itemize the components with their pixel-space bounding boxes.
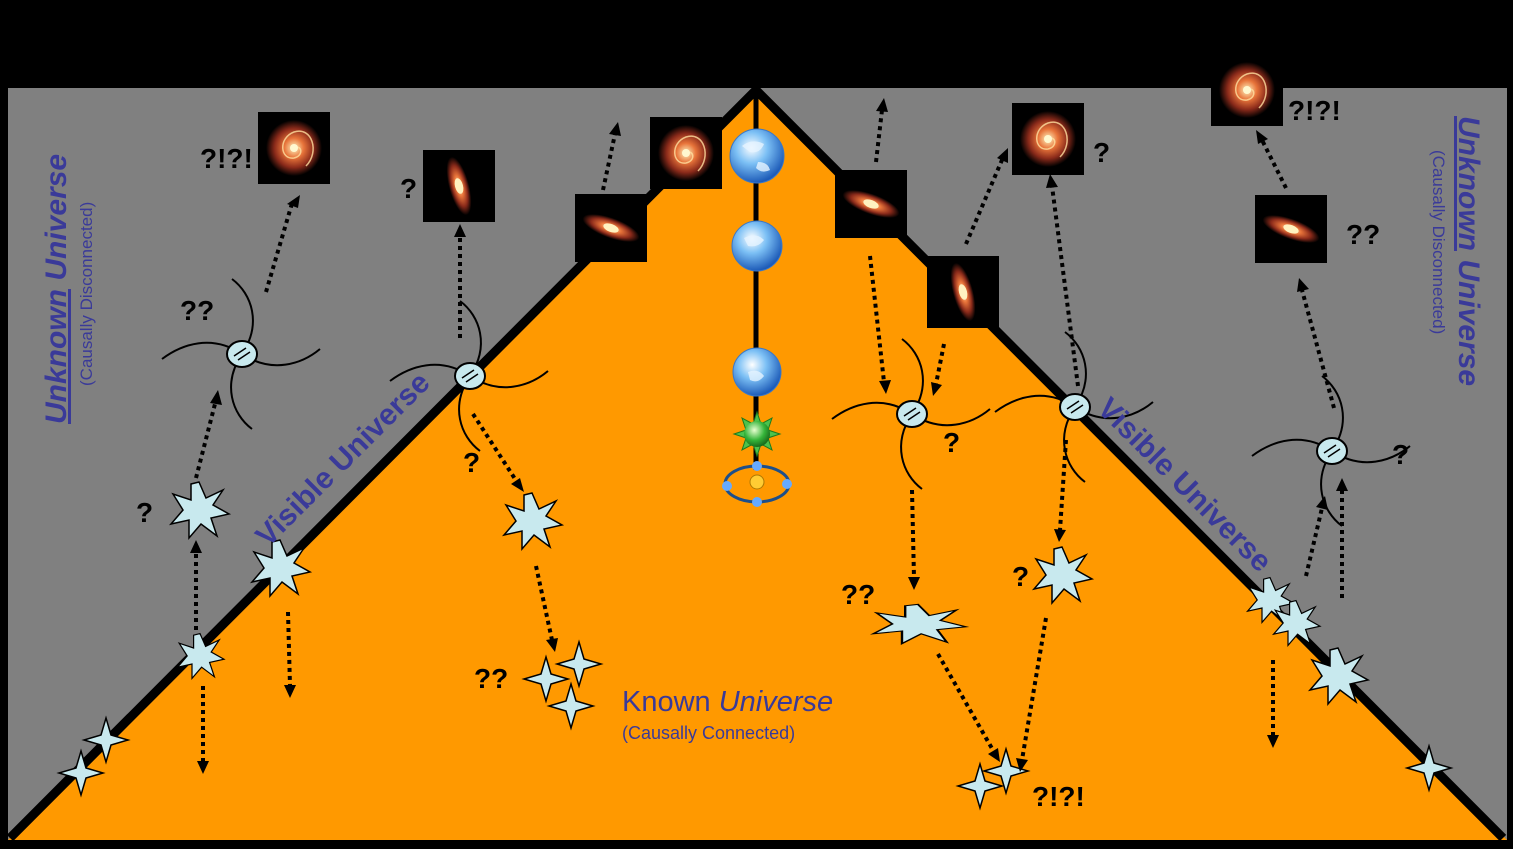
svg-text:(Causally Disconnected): (Causally Disconnected) — [77, 202, 96, 386]
question-mark-label: ?!?! — [1032, 781, 1085, 812]
earth-globe-icon — [731, 220, 783, 272]
sun-burst-icon — [732, 410, 782, 458]
unknown-universe-label-right: Unknown Universe (Causally Disconnected) — [1429, 116, 1485, 386]
svg-text:Unknown Universe: Unknown Universe — [1452, 116, 1485, 386]
earth-globe-icon — [729, 128, 785, 184]
svg-text:Unknown Universe: Unknown Universe — [40, 154, 73, 424]
question-mark-label: ?? — [180, 295, 214, 326]
question-mark-label: ? — [1392, 439, 1409, 470]
known-universe-title: Known Universe — [622, 686, 833, 718]
question-mark-label: ?!?! — [1288, 95, 1341, 126]
galaxy-edge-icon — [423, 150, 495, 222]
orbit-icon — [722, 461, 792, 507]
question-mark-label: ? — [1012, 561, 1029, 592]
question-mark-label: ? — [943, 427, 960, 458]
question-mark-label: ?!?! — [200, 143, 253, 174]
question-mark-label: ?? — [474, 663, 508, 694]
causal-arrows — [190, 98, 1348, 774]
galaxy-spiral-icon — [257, 111, 331, 185]
galaxy-edge-icon — [835, 170, 907, 238]
galaxy-spiral-icon — [649, 116, 723, 190]
galaxy-edge-icon — [927, 256, 999, 328]
galaxy-spiral-icon — [1210, 53, 1284, 127]
svg-text:(Causally Disconnected): (Causally Disconnected) — [1429, 150, 1448, 334]
question-mark-label: ? — [400, 173, 417, 204]
question-mark-label: ? — [463, 447, 480, 478]
question-mark-label: ?? — [841, 579, 875, 610]
question-mark-label: ? — [1093, 137, 1110, 168]
galaxy-edge-icon — [1255, 195, 1327, 263]
question-mark-label: ? — [136, 497, 153, 528]
galaxy-spiral-icon — [1011, 102, 1085, 176]
galaxy-edge-icon — [575, 194, 647, 262]
question-mark-label: ?? — [1346, 219, 1380, 250]
known-universe-subtitle: (Causally Connected) — [622, 723, 795, 743]
unknown-universe-label-left: Unknown Universe (Causally Disconnected) — [40, 154, 96, 424]
